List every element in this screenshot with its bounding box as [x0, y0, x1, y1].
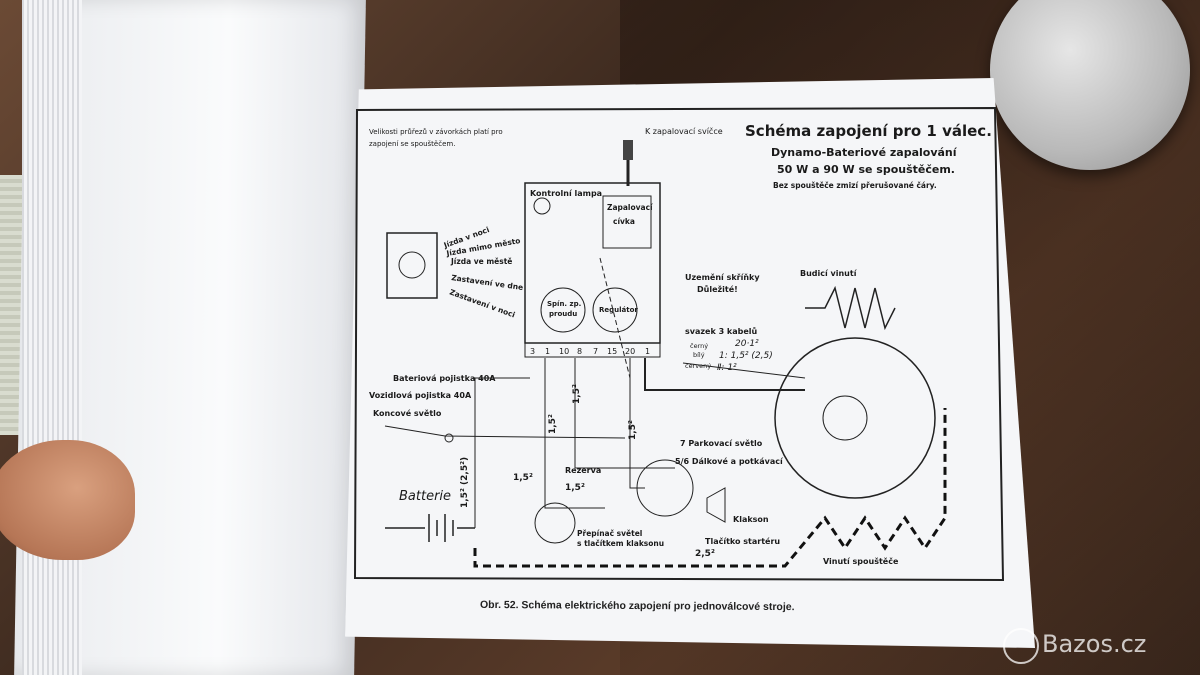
label-regulator: Regulátor [599, 306, 638, 314]
label-ground-1: Uzemění skříňky [685, 272, 760, 282]
page-edges [22, 0, 82, 675]
switch-circle [540, 287, 586, 333]
ignition-key-switch [386, 232, 438, 299]
label-wire-15-d: 1,5² [513, 473, 533, 483]
label-starter-winding: Vinutí spouštěče [823, 556, 899, 566]
label-wire-15-c: 1,5² [628, 420, 638, 440]
label-starter-button: Tlačítko startéru [705, 536, 780, 546]
label-reserve: Rezerva [565, 466, 601, 475]
wire-a [544, 358, 605, 509]
dynamo-rotor [822, 395, 868, 441]
label-wire-1525: 1,5² (2,5²) [460, 457, 470, 508]
label-battery-fuse: Bateriová pojistka 40A [393, 374, 496, 383]
ignition-coil-box [602, 195, 652, 249]
terminal-2: 10 [559, 347, 569, 356]
label-battery: Batterie [399, 489, 451, 504]
note-line-2: zapojení se spouštěčem. [369, 140, 455, 148]
label-light-switch-2: s tlačítkem klaksonu [577, 539, 664, 548]
label-black: černý [690, 342, 708, 350]
terminal-0: 3 [530, 347, 535, 356]
dynamo-housing [774, 337, 936, 499]
label-red: červený [685, 362, 711, 370]
terminal-5: 15 [607, 347, 617, 356]
label-control-lamp: Kontrolní lampa [530, 189, 602, 198]
label-stop-night: Zastavení v noci [448, 287, 516, 319]
figure-caption: Obr. 52. Schéma elektrického zapojení pr… [479, 598, 795, 614]
key-dial [398, 251, 426, 279]
label-in-city: Jízda ve městě [450, 257, 512, 266]
light-switch-symbol [534, 502, 576, 544]
battery-symbol [385, 514, 475, 542]
label-vehicle-fuse: Vozidlová pojistka 40A [369, 391, 472, 400]
starter-wiring [473, 408, 947, 568]
diagram-border [353, 106, 1005, 582]
label-cable-values-1: 20·1² [735, 339, 759, 349]
main-wire [474, 377, 530, 528]
label-excitation: Budicí vinutí [800, 269, 858, 278]
label-coil-2: cívka [613, 217, 635, 226]
control-lamp-symbol [533, 197, 551, 215]
terminal-7: 1 [645, 347, 650, 356]
label-headlight: 5/6 Dálkové a potkávací [675, 456, 784, 466]
metal-tin-lid [990, 0, 1190, 170]
spark-plug-cap [623, 140, 633, 160]
excitation-coil [805, 285, 896, 331]
label-wire-15-b: 1,5² [572, 384, 582, 404]
watermark-text: Bazos.cz [1042, 630, 1147, 658]
terminal-3: 8 [577, 347, 582, 356]
wire-bundle [644, 358, 805, 391]
label-switch-2: proudu [549, 310, 577, 318]
diagram-subtitle-3: Bez spouštěče zmizí přerušované čáry. [773, 181, 937, 190]
tail-light-wire [384, 425, 626, 439]
note-line-1: Velikosti průřezů v závorkách platí pro [369, 128, 503, 136]
terminal-1: 1 [545, 347, 550, 356]
terminal-6: 20 [625, 347, 635, 356]
label-light-switch-1: Přepínač světel [577, 529, 642, 538]
label-switch-1: Spín. zp. [547, 300, 581, 308]
headlight-symbol [636, 459, 694, 517]
horn-symbol [706, 487, 726, 523]
dashed-link [599, 257, 631, 379]
bazos-logo-icon [1003, 628, 1039, 664]
terminal-labels: 3 1 10 8 7 15 20 1 [530, 347, 650, 356]
wiring-diagram: Schéma zapojení pro 1 válec. Dynamo-Bate… [353, 106, 1005, 582]
label-white: bílý [693, 351, 705, 359]
terminal-strip [524, 342, 661, 358]
diagram-title: Schéma zapojení pro 1 válec. [745, 122, 992, 140]
label-cable-bundle: svazek 3 kabelů [685, 326, 758, 336]
label-stop-day: Zastavení ve dne [451, 273, 524, 292]
label-wire-15-a: 1,5² [548, 414, 558, 434]
diagram-subtitle-2: 50 W a 90 W se spouštěčem. [777, 163, 955, 176]
regulator-circle [592, 287, 638, 333]
thumb [0, 440, 135, 560]
label-horn: Klakson [733, 515, 769, 524]
label-wire-15-e: 1,5² [565, 483, 585, 493]
wire-c [629, 358, 645, 489]
right-book-page [345, 78, 1035, 648]
tail-light-symbol [444, 433, 454, 443]
bundle-wire [682, 362, 806, 379]
label-wire-25: 2,5² [695, 549, 715, 559]
label-spark-plug: K zapalovací svíčce [645, 126, 723, 136]
wire-b [574, 358, 675, 469]
label-coil-1: Zapalovací [607, 203, 653, 212]
terminal-4: 7 [593, 347, 598, 356]
diagram-subtitle-1: Dynamo-Bateriové zapalování [771, 146, 958, 159]
label-ground-2: Důležité! [697, 284, 738, 294]
label-tail-light: Koncové světlo [373, 408, 442, 418]
label-cable-values-2: 1: 1,5² (2,5) [719, 351, 773, 361]
label-parking-light: 7 Parkovací světlo [680, 438, 763, 448]
